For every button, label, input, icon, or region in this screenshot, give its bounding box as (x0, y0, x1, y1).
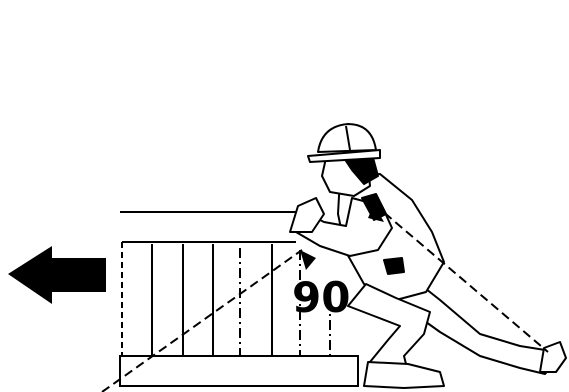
angle-arrow-left (300, 250, 316, 270)
worker-back-shoe (540, 342, 566, 372)
box-base (120, 356, 358, 386)
arrow-shape (8, 246, 106, 304)
hard-hat-icon (308, 124, 380, 162)
worker-front-shoe (364, 362, 444, 388)
worker-belt (384, 258, 404, 274)
angle-label: 90 (292, 273, 350, 322)
worker-figure (290, 154, 566, 388)
left-arrow-icon (8, 246, 106, 304)
